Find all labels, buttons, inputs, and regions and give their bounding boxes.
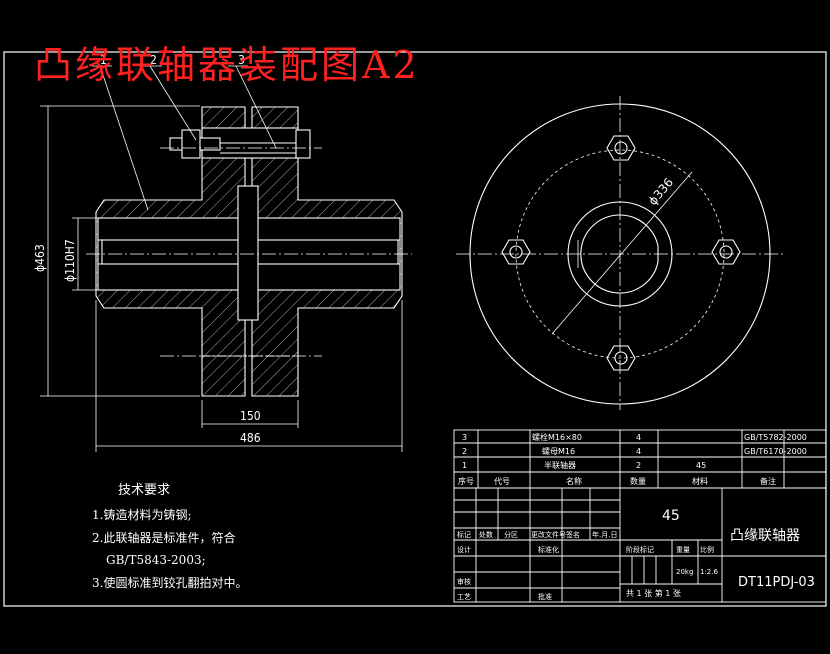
bom-row-2-qty: 4	[636, 447, 641, 456]
tb-change: 更改文件号	[531, 530, 566, 539]
tb-process: 工艺	[457, 593, 471, 601]
balloon-3: 3	[238, 53, 245, 67]
bom-row-2-name: 螺母M16	[542, 446, 575, 456]
bolt-hex-bottom	[606, 345, 636, 371]
tb-approve: 批准	[538, 592, 552, 601]
dim-bore-diameter: ϕ110H7	[63, 239, 77, 282]
tech-heading: 技术要求	[118, 483, 171, 498]
dim-hub-length: 150	[240, 409, 261, 423]
tb-mark: 标记	[457, 530, 471, 539]
nut	[181, 129, 201, 159]
bom-row-3-qty: 4	[636, 433, 641, 442]
tb-stage: 阶段标记	[626, 545, 654, 554]
bom-header-qty: 数量	[630, 476, 646, 486]
bom-row-1-no: 1	[462, 461, 467, 470]
bolt-head	[295, 129, 311, 159]
title-block	[453, 487, 827, 603]
side-view	[456, 96, 784, 410]
tb-scale-value: 1:2.6	[700, 568, 718, 576]
tb-standardize: 标准化	[538, 545, 559, 554]
tb-design: 设计	[457, 545, 471, 554]
tech-item-2: 2.此联轴器是标准件，符合	[92, 531, 236, 545]
bolt-hex-right	[711, 239, 741, 265]
dim-outer-diameter: ϕ463	[33, 244, 47, 272]
bom-row-2-std: GB/T6170-2000	[744, 447, 807, 456]
tb-count: 处数	[479, 530, 493, 539]
bom-row-3-no: 3	[462, 433, 467, 442]
tech-item-3: GB/T5843-2003;	[106, 553, 206, 567]
tb-sheets: 共 1 张 第 1 张	[626, 588, 681, 598]
bolt-hex-left	[501, 239, 531, 265]
tb-material: 45	[662, 508, 680, 524]
bom-header-no: 序号	[458, 476, 474, 486]
balloon-2: 2	[150, 53, 157, 67]
tb-scale: 比例	[700, 545, 714, 554]
bom-header-note: 备注	[760, 476, 776, 486]
drawing-title: 凸缘联轴器装配图A2	[34, 43, 420, 87]
bolt-hex-top	[606, 135, 636, 161]
tb-sign: 签名	[566, 530, 580, 539]
bom-row-1-qty: 2	[636, 461, 641, 470]
tb-drawing-no: DT11PDJ-03	[738, 575, 815, 590]
spigot	[237, 185, 259, 321]
tb-weight-value: 20kg	[676, 568, 693, 576]
tb-weight: 重量	[676, 546, 690, 554]
bom-row-1-mat: 45	[696, 461, 706, 470]
tb-review: 审核	[457, 577, 471, 586]
bom-header-name: 名称	[566, 476, 582, 486]
tech-item-4: 3.使圆标准到铰孔翻拍对中。	[92, 576, 248, 590]
bom-header-code: 代号	[494, 476, 510, 486]
balloon-1: 1	[100, 53, 107, 67]
dim-total-length: 486	[240, 431, 261, 445]
tb-zone: 分区	[504, 530, 518, 539]
bom-row-1-name: 半联轴器	[544, 460, 576, 470]
bom-row-3-name: 螺栓M16×80	[532, 432, 582, 442]
tb-date: 年.月.日	[592, 530, 617, 539]
drawing-frame	[3, 51, 827, 607]
front-section-view	[40, 65, 412, 452]
tb-part-name: 凸缘联轴器	[730, 528, 800, 544]
bore-with-keyway	[580, 214, 659, 294]
bom-header-mat: 材料	[692, 476, 708, 486]
bom-table	[453, 429, 827, 489]
bom-row-3-std: GB/T5782-2000	[744, 433, 807, 442]
bom-row-2-no: 2	[462, 447, 467, 456]
dim-bolt-circle: ϕ336	[646, 175, 677, 208]
tech-item-1: 1.铸造材料为铸钢;	[92, 508, 192, 522]
